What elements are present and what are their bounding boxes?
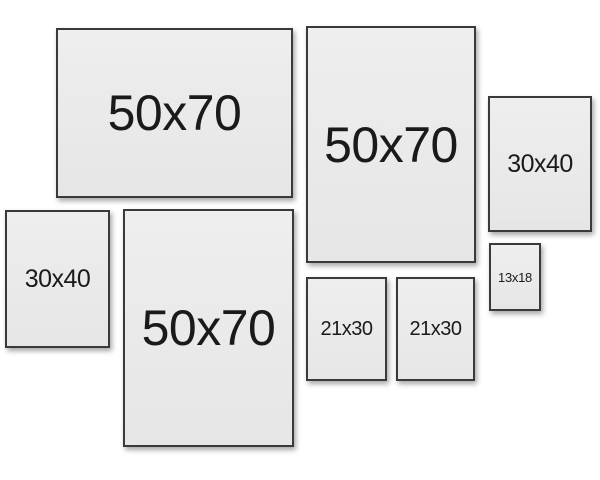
frame-21x30-bottom-first: 21x30	[306, 277, 387, 381]
frame-size-label: 50x70	[324, 116, 458, 173]
frame-50x70-portrait-top-center: 50x70	[306, 26, 476, 263]
frame-50x70-portrait-bottom-left: 50x70	[123, 209, 294, 447]
frame-size-label: 21x30	[320, 318, 374, 340]
frame-size-label: 30x40	[507, 149, 573, 178]
frame-13x18-small: 13x18	[489, 243, 541, 311]
frame-size-label: 50x70	[107, 85, 242, 141]
frame-30x40-left: 30x40	[5, 210, 110, 348]
frame-50x70-landscape-top-left: 50x70	[56, 28, 293, 198]
frame-size-label: 50x70	[141, 300, 276, 356]
frame-21x30-bottom-second: 21x30	[396, 277, 475, 381]
frame-30x40-right: 30x40	[488, 96, 592, 232]
frame-size-label: 30x40	[24, 264, 91, 293]
frame-size-label: 21x30	[409, 318, 463, 340]
frame-size-label: 13x18	[498, 269, 532, 285]
